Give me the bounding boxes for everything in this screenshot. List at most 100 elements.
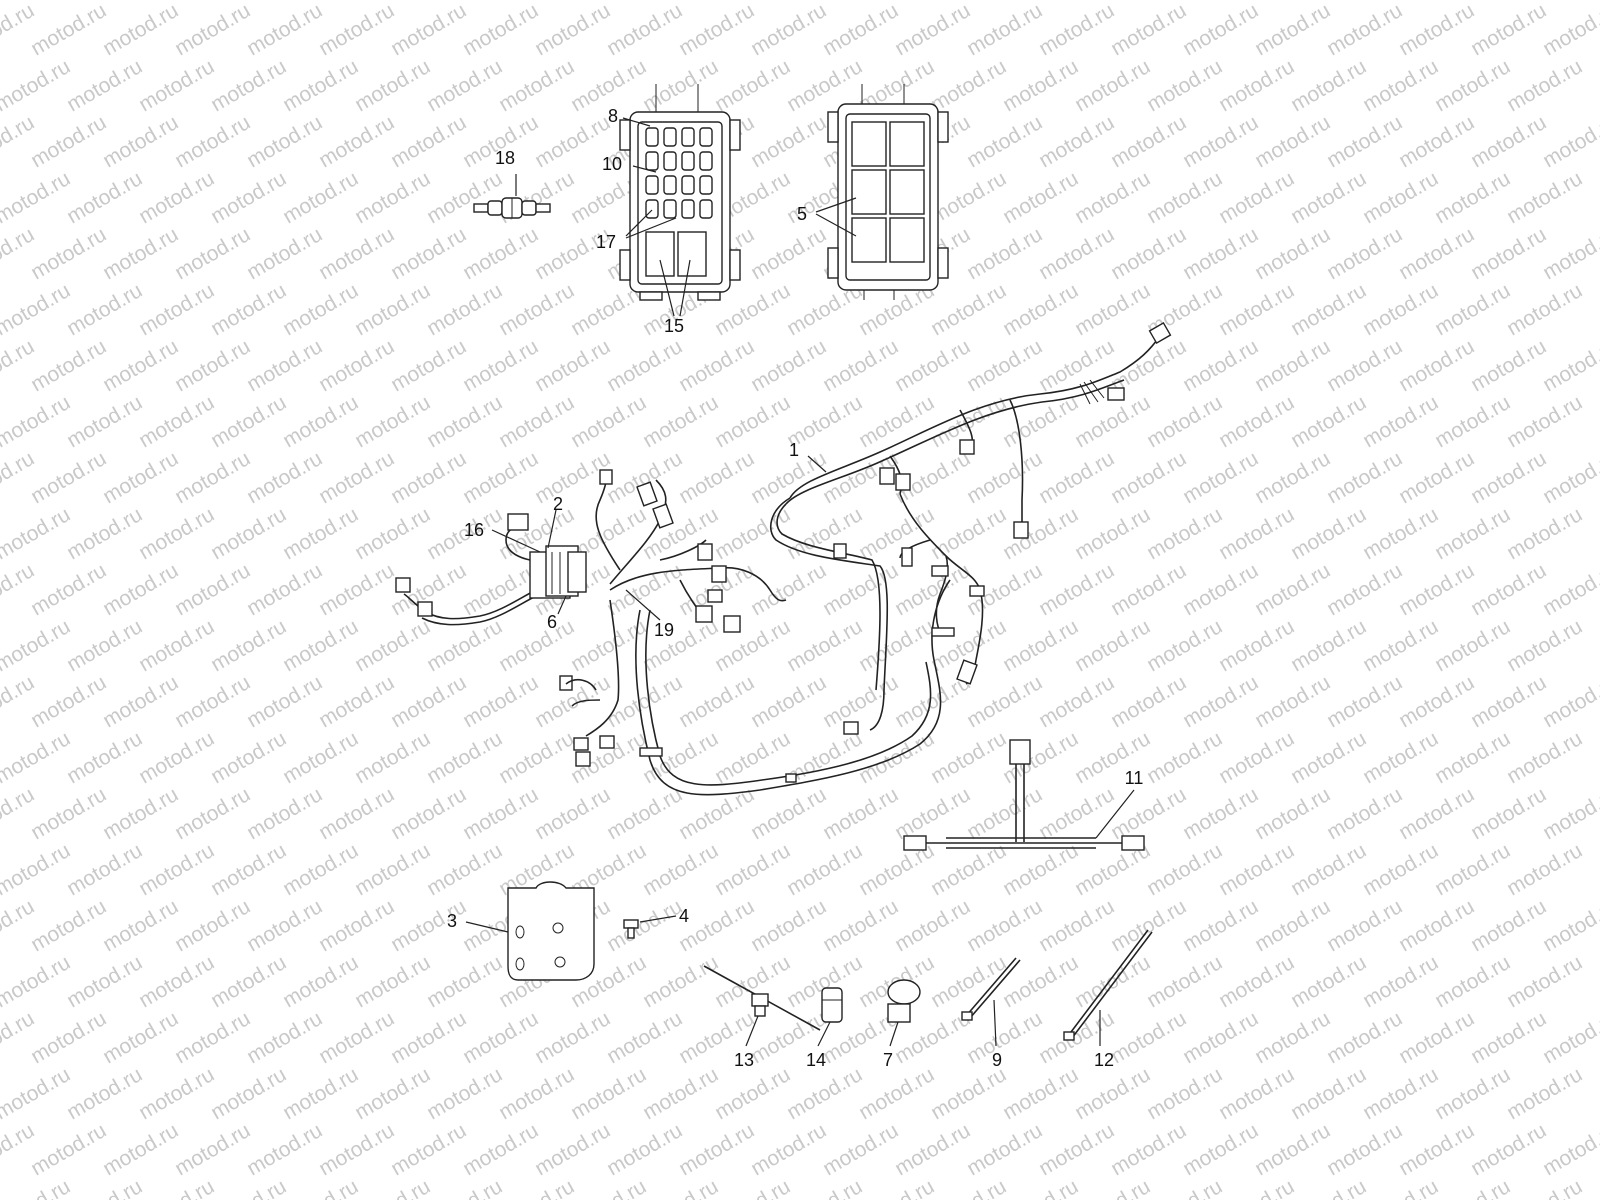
watermark-text: motod.ru xyxy=(27,895,110,956)
watermark-text: motod.ru xyxy=(567,1063,650,1124)
watermark-text: motod.ru xyxy=(747,1119,830,1180)
watermark-text: motod.ru xyxy=(459,0,542,60)
watermark-text: motod.ru xyxy=(27,1119,110,1180)
watermark-text: motod.ru xyxy=(603,1007,686,1068)
watermark-text: motod.ru xyxy=(351,951,434,1012)
fuse-slot xyxy=(645,127,659,147)
watermark-text: motod.ru xyxy=(387,335,470,396)
watermark-text: motod.ru xyxy=(1359,1175,1442,1200)
watermark-text: motod.ru xyxy=(387,895,470,956)
watermark-text: motod.ru xyxy=(387,0,470,60)
watermark-text: motod.ru xyxy=(1539,1119,1600,1180)
watermark-text: motod.ru xyxy=(783,839,866,900)
watermark-text: motod.ru xyxy=(1071,1175,1154,1200)
callout-13: 13 xyxy=(734,1050,754,1070)
watermark-text: motod.ru xyxy=(999,279,1082,340)
watermark-text: motod.ru xyxy=(459,223,542,284)
watermark-text: motod.ru xyxy=(207,55,290,116)
watermark-text: motod.ru xyxy=(711,55,794,116)
watermark-text: motod.ru xyxy=(891,895,974,956)
watermark-text: motod.ru xyxy=(567,1175,650,1200)
watermark-text: motod.ru xyxy=(1467,559,1550,620)
watermark-text: motod.ru xyxy=(1503,951,1586,1012)
watermark-text: motod.ru xyxy=(531,0,614,60)
watermark-text: motod.ru xyxy=(207,167,290,228)
watermark-text: motod.ru xyxy=(243,895,326,956)
watermark-text: motod.ru xyxy=(963,1119,1046,1180)
watermark-text: motod.ru xyxy=(171,1119,254,1180)
watermark-text: motod.ru xyxy=(747,783,830,844)
watermark-text: motod.ru xyxy=(243,671,326,732)
watermark-text: motod.ru xyxy=(135,1063,218,1124)
watermark-text: motod.ru xyxy=(1179,223,1262,284)
watermark-text: motod.ru xyxy=(1035,1119,1118,1180)
watermark-text: motod.ru xyxy=(1395,895,1478,956)
watermark-text: motod.ru xyxy=(315,223,398,284)
callout-16: 16 xyxy=(464,520,484,540)
watermark-text: motod.ru xyxy=(1107,223,1190,284)
watermark-text: motod.ru xyxy=(207,951,290,1012)
watermark-text: motod.ru xyxy=(1467,1119,1550,1180)
watermark-text: motod.ru xyxy=(1179,111,1262,172)
watermark-text: motod.ru xyxy=(207,391,290,452)
watermark-text: motod.ru xyxy=(1287,1063,1370,1124)
watermark-text: motod.ru xyxy=(243,1007,326,1068)
watermark-text: motod.ru xyxy=(0,727,74,788)
callout-12: 12 xyxy=(1094,1050,1114,1070)
watermark-text: motod.ru xyxy=(747,223,830,284)
watermark-text: motod.ru xyxy=(1251,0,1334,60)
watermark-text: motod.ru xyxy=(855,1063,938,1124)
watermark-text: motod.ru xyxy=(1179,447,1262,508)
watermark-text: motod.ru xyxy=(387,671,470,732)
fuse-slot xyxy=(699,127,713,147)
watermark-text: motod.ru xyxy=(1179,1119,1262,1180)
watermark-text: motod.ru xyxy=(99,783,182,844)
watermark-text: motod.ru xyxy=(1503,1063,1586,1124)
watermark-text: motod.ru xyxy=(1431,951,1514,1012)
watermark-text: motod.ru xyxy=(1395,559,1478,620)
watermark-text: motod.ru xyxy=(243,559,326,620)
watermark-text: motod.ru xyxy=(1539,1007,1600,1068)
watermark-text: motod.ru xyxy=(1467,111,1550,172)
watermark-text: motod.ru xyxy=(603,335,686,396)
watermark-text: motod.ru xyxy=(927,279,1010,340)
watermark-text: motod.ru xyxy=(1287,727,1370,788)
watermark-text: motod.ru xyxy=(1071,615,1154,676)
watermark-text: motod.ru xyxy=(171,783,254,844)
watermark-text: motod.ru xyxy=(423,1175,506,1200)
watermark-text: motod.ru xyxy=(1287,167,1370,228)
watermark-text: motod.ru xyxy=(639,0,722,4)
watermark-text: motod.ru xyxy=(963,447,1046,508)
watermark-text: motod.ru xyxy=(1323,1007,1406,1068)
watermark-text: motod.ru xyxy=(1323,895,1406,956)
watermark-text: motod.ru xyxy=(1431,1175,1514,1200)
watermark-text: motod.ru xyxy=(1467,783,1550,844)
watermark-text: motod.ru xyxy=(63,1175,146,1200)
watermark-text: motod.ru xyxy=(1071,0,1154,4)
watermark-text: motod.ru xyxy=(1395,1007,1478,1068)
watermark-text: motod.ru xyxy=(423,951,506,1012)
watermark-text: motod.ru xyxy=(1395,335,1478,396)
watermark-text: motod.ru xyxy=(1179,671,1262,732)
leader-lines xyxy=(465,117,1135,1047)
watermark-text: motod.ru xyxy=(351,839,434,900)
watermark-text: motod.ru xyxy=(459,335,542,396)
watermark-text: motod.ru xyxy=(819,0,902,60)
watermark-text: motod.ru xyxy=(63,839,146,900)
watermark-text: motod.ru xyxy=(855,615,938,676)
fuse-slot xyxy=(681,127,695,147)
watermark-text: motod.ru xyxy=(171,447,254,508)
watermark-text: motod.ru xyxy=(0,391,74,452)
watermark-text: motod.ru xyxy=(999,55,1082,116)
watermark-text: motod.ru xyxy=(1107,447,1190,508)
watermark-text: motod.ru xyxy=(1467,671,1550,732)
watermark-text: motod.ru xyxy=(1431,55,1514,116)
long-cable-tie-part xyxy=(1063,929,1153,1041)
watermark-text: motod.ru xyxy=(1143,1175,1226,1200)
edge-clip-tie-part xyxy=(703,965,821,1031)
fuse-slot xyxy=(645,175,659,195)
watermark-text: motod.ru xyxy=(63,1063,146,1124)
watermark-text: motod.ru xyxy=(315,895,398,956)
watermark-text: motod.ru xyxy=(1215,951,1298,1012)
